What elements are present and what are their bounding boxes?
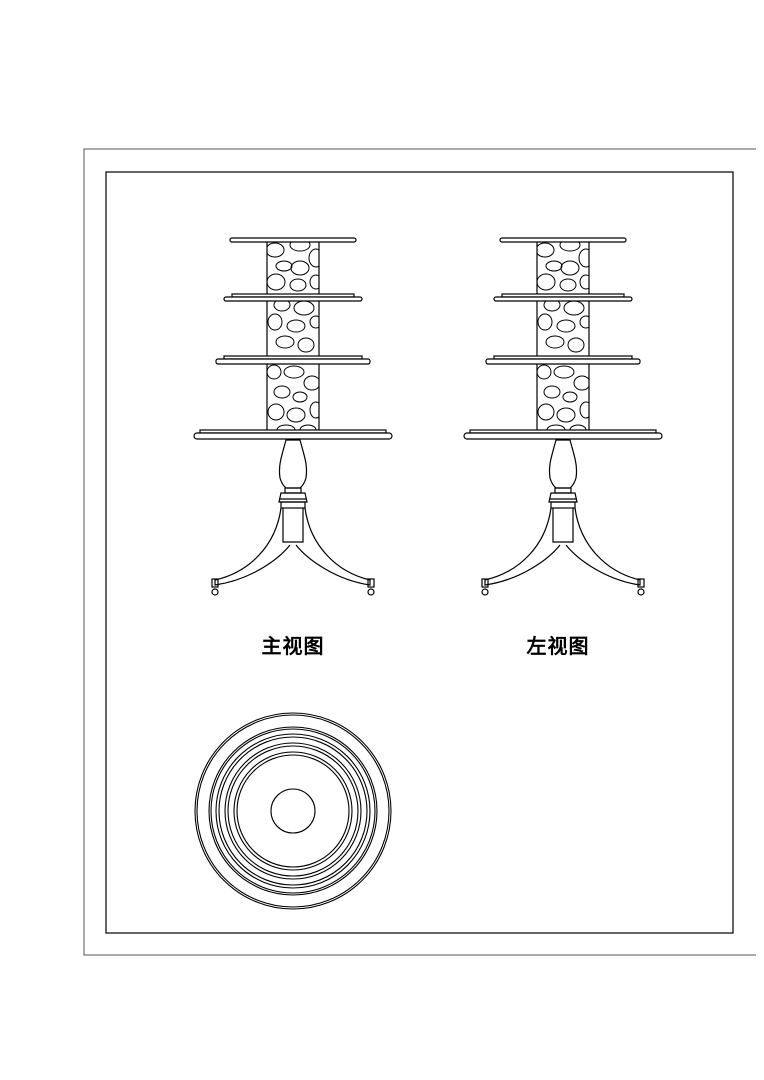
left-view-label: 左视图 [526, 634, 590, 658]
front-view-stand [194, 238, 392, 595]
front-view-label: 主视图 [261, 634, 325, 658]
drawing-frame [83, 148, 756, 956]
top-view-circles [194, 712, 392, 910]
left-view-stand [464, 238, 662, 595]
